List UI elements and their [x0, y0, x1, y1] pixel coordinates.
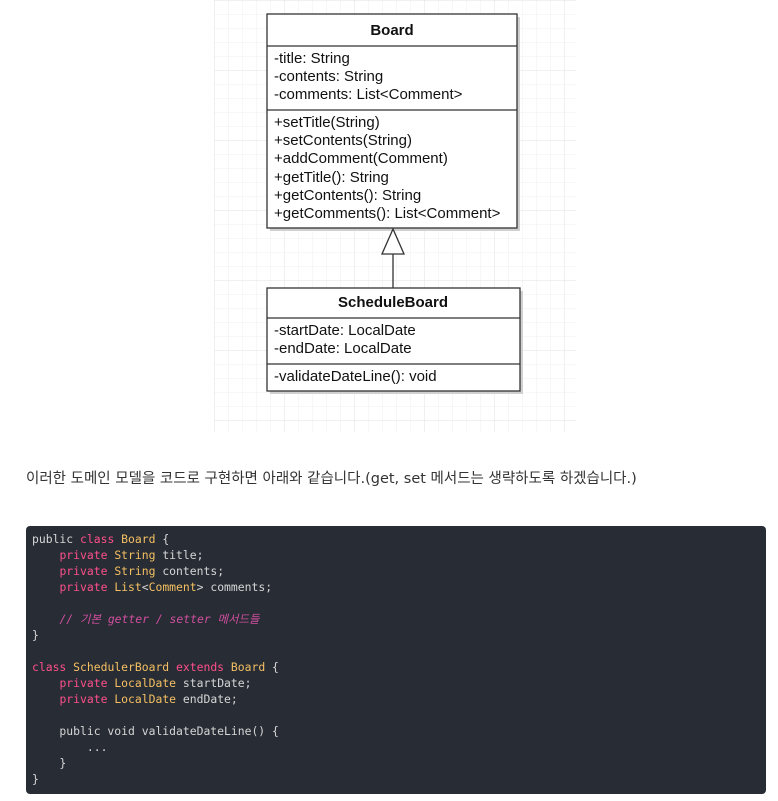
code-line: private LocalDate endDate; [32, 691, 766, 707]
code-token: } [32, 628, 39, 642]
inheritance-arrowhead [381, 227, 405, 255]
code-line [32, 595, 766, 611]
board-method: +getComments(): List<Comment> [274, 205, 501, 222]
class-box-board: Board -title: String -contents: String -… [266, 13, 520, 231]
code-token: title; [155, 548, 204, 562]
code-token: LocalDate [114, 692, 177, 706]
code-token [32, 612, 59, 626]
board-method: +addComment(Comment) [274, 150, 448, 167]
code-token [32, 548, 59, 562]
code-token: Board [230, 660, 266, 674]
code-line: public void validateDateLine() { [32, 723, 766, 739]
code-token: // 기본 getter / setter 메서드들 [59, 612, 260, 626]
code-line: private List<Comment> comments; [32, 579, 766, 595]
code-token [32, 564, 59, 578]
code-token: public [32, 532, 81, 546]
code-line: } [32, 771, 766, 787]
code-line [32, 643, 766, 659]
code-token: extends [176, 660, 231, 674]
code-token: SchedulerBoard [73, 660, 170, 674]
code-token: String [114, 564, 156, 578]
board-method: +setTitle(String) [274, 114, 380, 131]
code-token: private [59, 564, 115, 578]
uml-class-diagram: Board -title: String -contents: String -… [214, 0, 576, 432]
code-token: private [59, 676, 115, 690]
code-token [32, 692, 59, 706]
code-token: public void validateDateLine() { [32, 724, 279, 738]
code-token: { [155, 532, 170, 546]
scheduleboard-method: -validateDateLine(): void [274, 368, 437, 385]
code-token: String [114, 548, 156, 562]
board-attribute: -contents: String [274, 68, 383, 85]
code-token: private [59, 692, 115, 706]
code-line: } [32, 755, 766, 771]
code-line: private LocalDate startDate; [32, 675, 766, 691]
code-token: } [32, 772, 39, 786]
code-line: ... [32, 739, 766, 755]
board-method: +setContents(String) [274, 132, 412, 149]
inheritance-arrow [381, 227, 405, 288]
code-line: } [32, 627, 766, 643]
code-block: public class Board { private String titl… [26, 526, 766, 794]
code-token [169, 660, 176, 674]
code-token: { [265, 660, 279, 674]
code-token: private [59, 548, 115, 562]
code-line: // 기본 getter / setter 메서드들 [32, 611, 766, 627]
code-token: Board [121, 532, 156, 546]
board-method: +getTitle(): String [274, 169, 389, 186]
code-token [32, 676, 59, 690]
board-attribute: -title: String [274, 50, 350, 67]
code-token: LocalDate [114, 676, 177, 690]
code-token: startDate; [176, 676, 252, 690]
scheduleboard-attribute: -endDate: LocalDate [274, 340, 412, 357]
class-name-board: Board [370, 22, 413, 39]
code-line: private String contents; [32, 563, 766, 579]
code-line: private String title; [32, 547, 766, 563]
code-token: class [32, 660, 74, 674]
code-token: > comments; [196, 580, 273, 594]
board-method: +getContents(): String [274, 187, 421, 204]
code-token: ... [32, 740, 108, 754]
scheduleboard-attribute: -startDate: LocalDate [274, 322, 416, 339]
code-line [32, 707, 766, 723]
class-name-scheduleboard: ScheduleBoard [338, 294, 448, 311]
board-attribute: -comments: List<Comment> [274, 86, 463, 103]
code-token: private [59, 580, 115, 594]
code-token: class [80, 532, 122, 546]
code-token: < [141, 580, 149, 594]
description-paragraph: 이러한 도메인 모델을 코드로 구현하면 아래와 같습니다.(get, set … [26, 471, 637, 487]
code-token: contents; [155, 564, 225, 578]
code-line: class SchedulerBoard extends Board { [32, 659, 766, 675]
code-line: public class Board { [32, 531, 766, 547]
code-token: } [32, 756, 67, 770]
code-token [32, 580, 59, 594]
code-token: List [114, 580, 142, 594]
class-box-scheduleboard: ScheduleBoard -startDate: LocalDate -end… [266, 287, 523, 394]
code-token: Comment [148, 580, 197, 594]
code-token: endDate; [176, 692, 238, 706]
